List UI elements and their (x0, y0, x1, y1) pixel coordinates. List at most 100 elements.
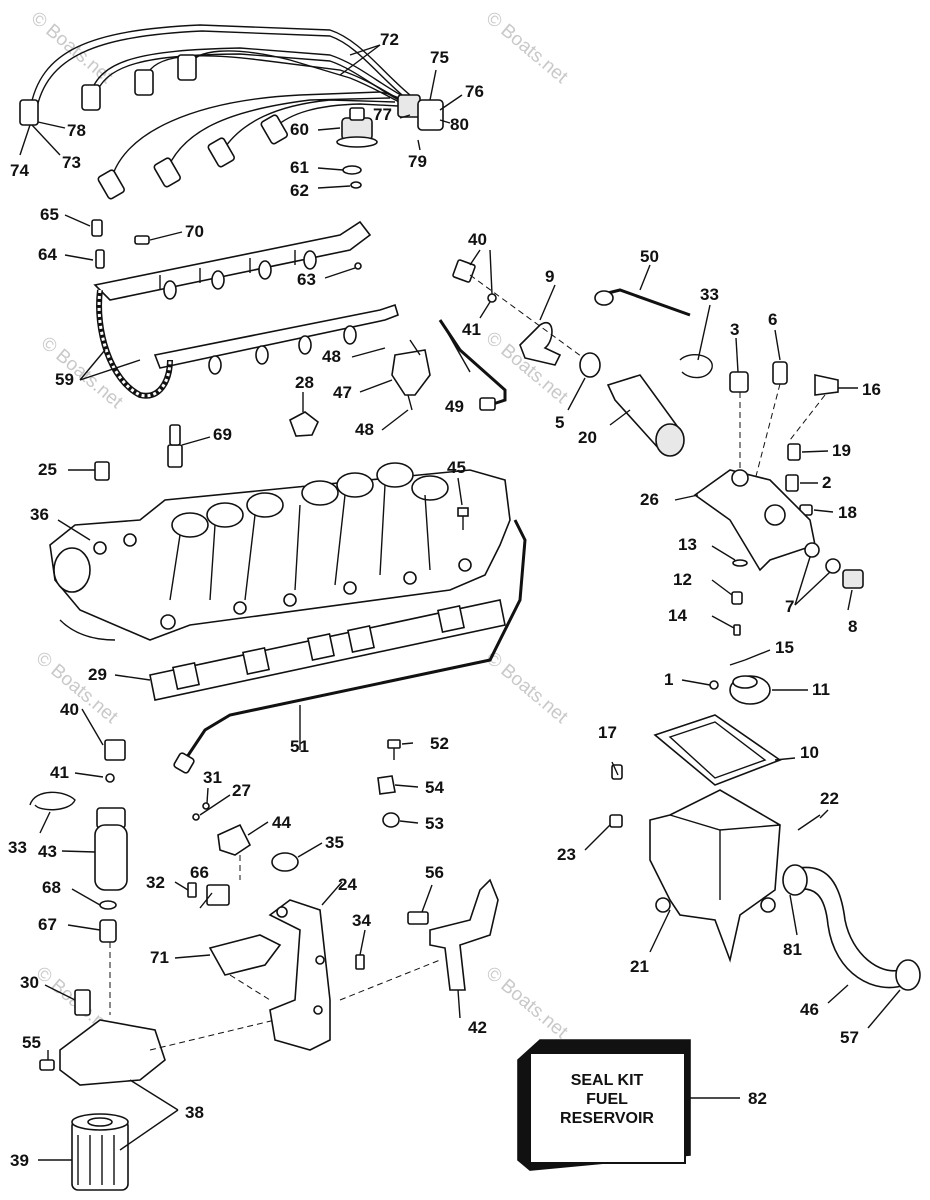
callout-56: 56 (425, 863, 444, 882)
callout-67: 67 (38, 915, 57, 934)
callout-23: 23 (557, 845, 576, 864)
bracket-42 (339, 878, 499, 1001)
callout-59: 59 (55, 370, 74, 389)
callout-25: 25 (38, 460, 57, 479)
callout-10: 10 (800, 743, 819, 762)
fuel-injector (391, 339, 431, 411)
callout-77: 77 (373, 105, 392, 124)
callout-41b: 41 (50, 763, 69, 782)
callout-3: 3 (730, 320, 739, 339)
callout-38: 38 (185, 1103, 204, 1122)
seal-kit-line-2: FUEL (586, 1091, 628, 1108)
callout-20: 20 (578, 428, 597, 447)
fitting-40 (452, 259, 601, 371)
callout-73: 73 (62, 153, 81, 172)
fuel-lines-49-50 (438, 288, 691, 411)
callout-2: 2 (822, 473, 831, 492)
callout-46: 46 (800, 1000, 819, 1019)
spark-plug-wire-harness (19, 24, 444, 200)
seal-kit-box: SEAL KIT FUEL RESERVOIR 82 (517, 1039, 767, 1171)
callout-50: 50 (640, 247, 659, 266)
sensor-28 (289, 411, 319, 437)
callout-26: 26 (640, 490, 659, 509)
callout-68: 68 (42, 878, 61, 897)
fuel-rails (91, 219, 399, 399)
callout-53: 53 (425, 814, 444, 833)
callout-36: 36 (30, 505, 49, 524)
callout-65: 65 (40, 205, 59, 224)
callout-13: 13 (678, 535, 697, 554)
callout-29: 29 (88, 665, 107, 684)
callout-52: 52 (430, 734, 449, 753)
callout-63: 63 (297, 270, 316, 289)
sensors-25-69 (94, 424, 183, 481)
callout-66: 66 (190, 863, 209, 882)
cap-11 (729, 675, 771, 705)
callout-74: 74 (10, 161, 29, 180)
callout-45: 45 (447, 458, 466, 477)
callout-42: 42 (468, 1018, 487, 1037)
callout-70: 70 (185, 222, 204, 241)
callout-17: 17 (598, 723, 617, 742)
manifold-gasket (149, 599, 506, 701)
seal-kit-line-1: SEAL KIT (571, 1072, 644, 1089)
callout-57: 57 (840, 1028, 859, 1047)
callout-8: 8 (848, 617, 857, 636)
callout-49: 49 (445, 397, 464, 416)
callout-54: 54 (425, 778, 444, 797)
callout-11: 11 (812, 680, 830, 699)
callout-47: 47 (333, 383, 352, 402)
hose-46 (782, 864, 921, 991)
callout-16: 16 (862, 380, 881, 399)
callout-21: 21 (630, 957, 649, 976)
callout-33a: 33 (700, 285, 719, 304)
fuel-line-51 (173, 519, 527, 774)
callout-51: 51 (290, 737, 309, 756)
leader-lines (19, 44, 901, 1161)
gasket-10 (653, 714, 782, 786)
harness-plug (417, 99, 444, 131)
callout-40b: 40 (60, 700, 79, 719)
callout-22: 22 (820, 789, 839, 808)
callout-1: 1 (664, 670, 673, 689)
callout-48a: 48 (322, 347, 341, 366)
callout-15: 15 (775, 638, 794, 657)
plug-boot-8 (260, 114, 288, 145)
callout-9: 9 (545, 267, 554, 286)
callout-19: 19 (832, 441, 851, 460)
callout-7: 7 (785, 597, 794, 616)
callout-12: 12 (673, 570, 692, 589)
callout-18: 18 (838, 503, 857, 522)
callout-39: 39 (10, 1151, 29, 1170)
fuel-pump-20 (579, 352, 713, 457)
watermark-8: © Boats.net (482, 963, 572, 1044)
plug-boot-3 (134, 69, 154, 96)
callout-6: 6 (768, 310, 777, 329)
callout-33b: 33 (8, 838, 27, 857)
callout-64: 64 (38, 245, 57, 264)
callout-labels: 72 75 76 77 80 79 60 61 62 78 73 74 65 7… (8, 30, 881, 1170)
watermark-6: © Boats.net (482, 648, 572, 729)
callout-32: 32 (146, 873, 165, 892)
callout-14: 14 (668, 606, 687, 625)
callout-78: 78 (67, 121, 86, 140)
intake-manifold (49, 462, 511, 641)
callout-48b: 48 (355, 420, 374, 439)
watermark-1: © Boats.net (27, 8, 117, 89)
plug-boot-2 (81, 84, 101, 111)
callout-62: 62 (290, 181, 309, 200)
callout-82: 82 (748, 1089, 767, 1108)
callout-41a: 41 (462, 320, 481, 339)
callout-75: 75 (430, 48, 449, 67)
callout-24: 24 (338, 875, 357, 894)
callout-30: 30 (20, 973, 39, 992)
reservoir-21 (609, 764, 821, 963)
callout-40a: 40 (468, 230, 487, 249)
callout-60: 60 (290, 120, 309, 139)
callout-76: 76 (465, 82, 484, 101)
bracket-24 (149, 802, 365, 1051)
callout-72: 72 (380, 30, 399, 49)
bolt-45 (457, 507, 469, 530)
callout-43: 43 (38, 842, 57, 861)
